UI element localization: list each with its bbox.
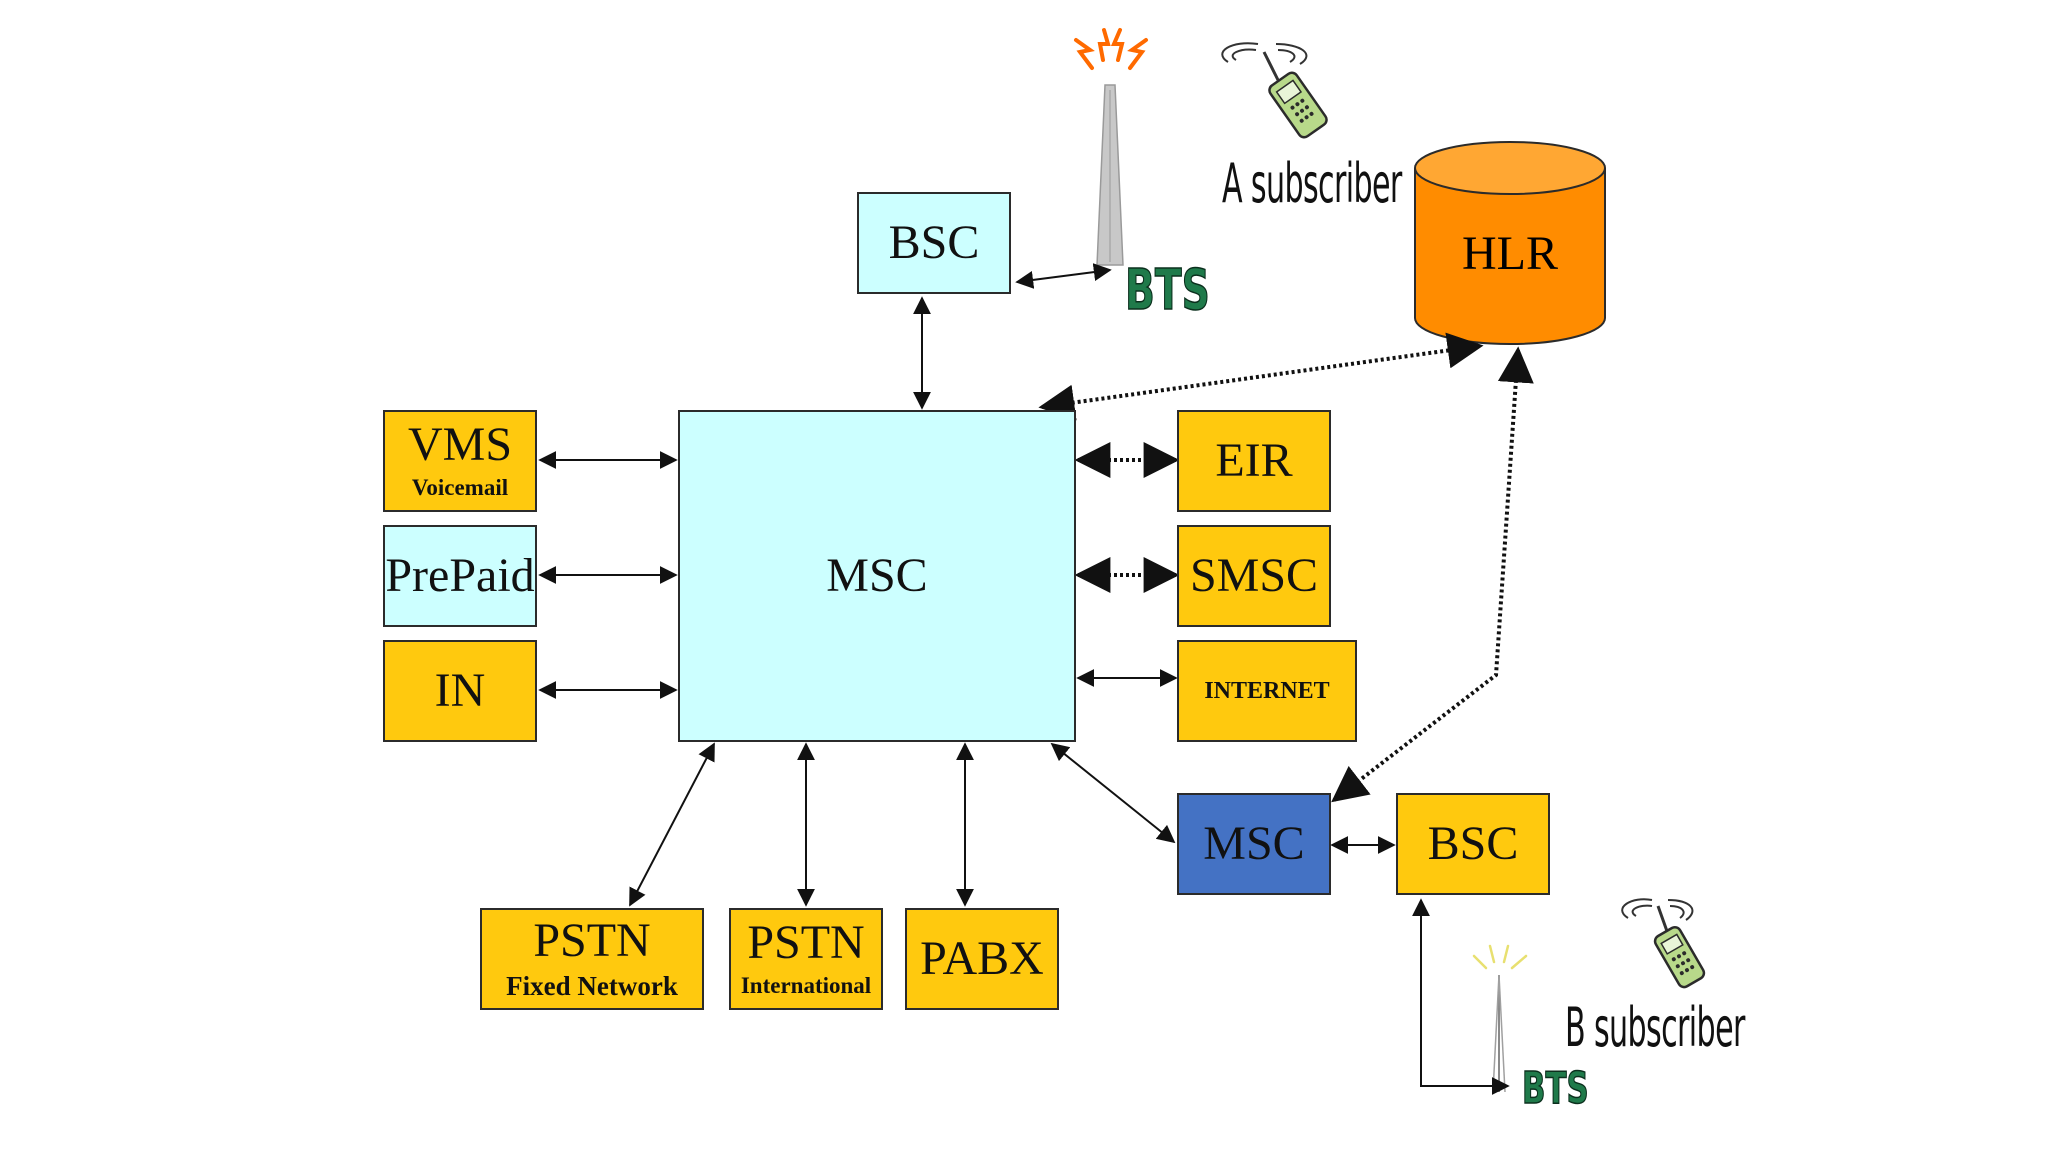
pstn-fixed-label: PSTN: [533, 913, 651, 967]
bsc-bottom-label: BSC: [1427, 817, 1519, 870]
bts-top-label: BTS: [1124, 257, 1210, 324]
b-subscriber-label: B subscriber: [1565, 996, 1745, 1059]
dotted-connectors: [1038, 332, 1534, 803]
msc-remote-box: MSC: [1177, 793, 1331, 895]
msc-remote-label: MSC: [1203, 817, 1305, 870]
pabx-label: PABX: [920, 932, 1044, 985]
eir-label: EIR: [1215, 434, 1293, 487]
bts-tower-icon-bottom: [1472, 944, 1528, 1093]
link-msc-msc-remote: [1050, 742, 1176, 844]
msc-main-box: MSC: [678, 410, 1076, 742]
bsc-top-label: BSC: [888, 216, 980, 269]
vms-box: VMS Voicemail: [383, 410, 537, 512]
link-msc-pstn-fixed: [629, 742, 715, 907]
pstn-intl-label: PSTN: [747, 916, 865, 969]
mobile-phone-icon-a: [1221, 42, 1328, 139]
in-box: IN: [383, 640, 537, 742]
bts-bottom-label: BTS: [1521, 1062, 1589, 1115]
link-bsc-bts: [1015, 263, 1112, 289]
vms-label: VMS: [407, 418, 513, 471]
prepaid-label: PrePaid: [385, 549, 535, 602]
a-subscriber-label: A subscriber: [1222, 152, 1402, 215]
internet-label: INTERNET: [1204, 677, 1330, 704]
link-msc-hlr: [1038, 332, 1484, 421]
smsc-box: SMSC: [1177, 525, 1331, 627]
prepaid-box: PrePaid: [383, 525, 537, 627]
mobile-phone-icon-b: [1621, 898, 1706, 989]
pstn-fixed-box: PSTN Fixed Network: [480, 908, 704, 1010]
hlr-label-wrap: HLR: [1415, 230, 1605, 278]
bsc-top-box: BSC: [857, 192, 1011, 294]
vms-sublabel: Voicemail: [411, 475, 509, 500]
link-bsc-bts-bottom: [1412, 898, 1510, 1095]
msc-main-label: MSC: [826, 549, 928, 602]
link-hlr-msc-remote: [1331, 346, 1534, 803]
hlr-database-icon: [1414, 141, 1606, 345]
bsc-bottom-box: BSC: [1396, 793, 1550, 895]
in-label: IN: [434, 664, 486, 717]
signal-waves-icon: [1074, 28, 1148, 70]
pstn-intl-sublabel: International: [740, 973, 872, 998]
internet-box: INTERNET: [1177, 640, 1357, 742]
hlr-label: HLR: [1462, 227, 1558, 280]
smsc-label: SMSC: [1189, 549, 1319, 602]
eir-box: EIR: [1177, 410, 1331, 512]
pstn-fixed-sublabel: Fixed Network: [506, 970, 678, 1001]
bts-tower-icon-top: [1074, 28, 1148, 266]
connectors: [538, 263, 1510, 1095]
pabx-box: PABX: [905, 908, 1059, 1010]
pstn-intl-box: PSTN International: [729, 908, 883, 1010]
